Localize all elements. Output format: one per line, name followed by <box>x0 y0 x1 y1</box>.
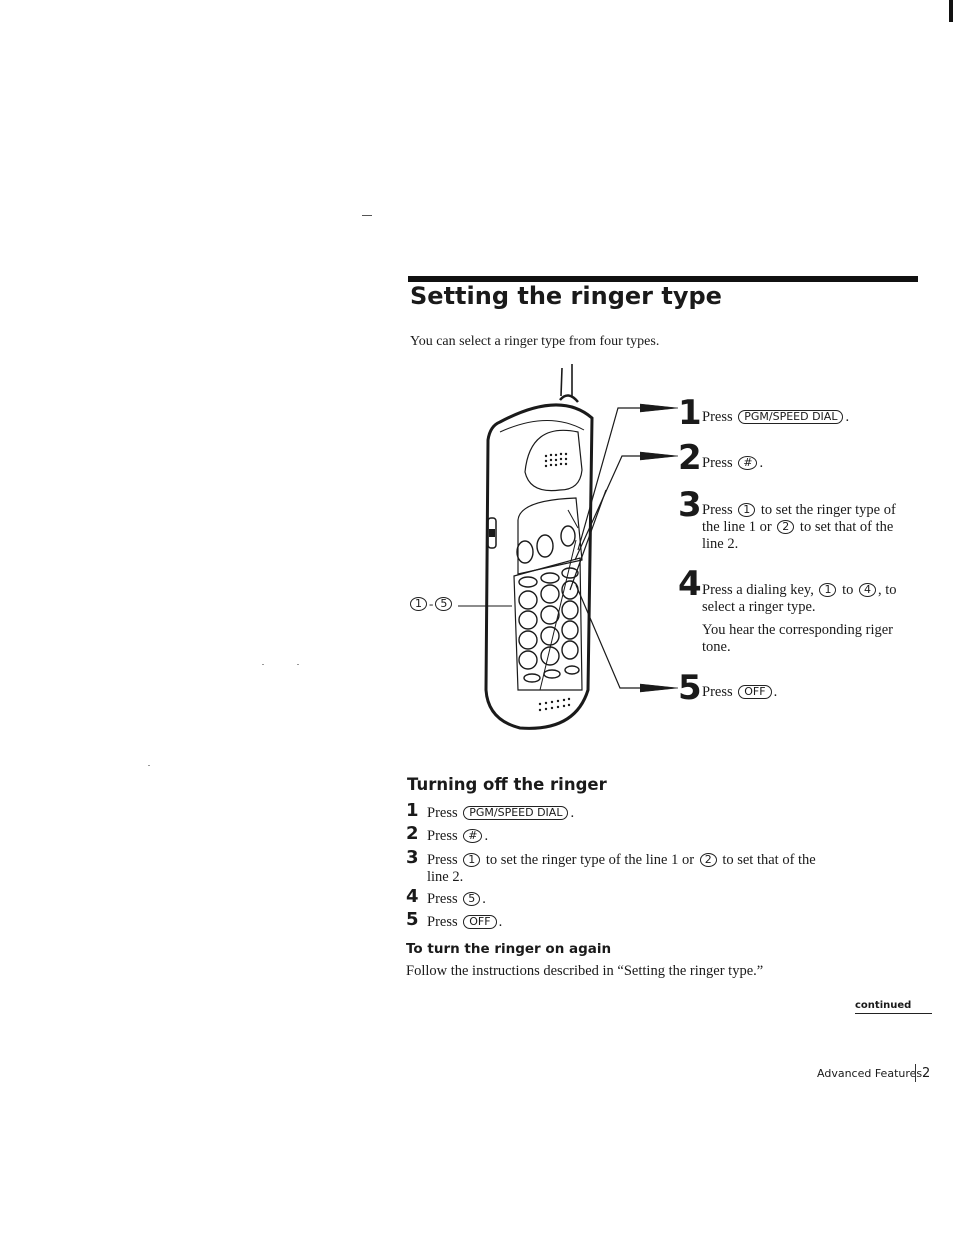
step-3-text: Press 1 to set the ringer type of the li… <box>702 502 917 553</box>
turn-on-heading: To turn the ringer on again <box>406 941 612 957</box>
step-3-press: Press <box>702 502 733 518</box>
step-5-end: . <box>773 684 778 700</box>
list-item-end: . <box>570 805 575 821</box>
page-title: Setting the ringer type <box>410 282 722 310</box>
step-2-press: Press <box>702 455 733 471</box>
step-4-end: , <box>877 582 882 598</box>
page-edge-mark <box>949 0 953 22</box>
list-item-number: 4 <box>406 886 419 907</box>
step-3-text-d: the line 2. <box>702 519 894 552</box>
list-item-text: Press OFF. <box>427 914 847 931</box>
step-1-end: . <box>845 409 850 425</box>
footer-section: Advanced Features <box>817 1067 923 1080</box>
key-5-icon: 5 <box>463 892 481 906</box>
list-item-press: Press <box>427 852 458 868</box>
pgm-speed-dial-key-icon: PGM/SPEED DIAL <box>738 410 844 424</box>
title-rule <box>408 276 918 282</box>
list-item-number: 5 <box>406 909 419 930</box>
step-1-text: Press PGM/SPEED DIAL. <box>702 409 849 426</box>
range-separator: - <box>429 596 434 611</box>
step-4-note-line1: You hear the corresponding <box>702 622 863 638</box>
list-item-press: Press <box>427 914 458 930</box>
key-1-icon: 1 <box>738 503 756 517</box>
intro-text: You can select a ringer type from four t… <box>410 334 660 349</box>
list-item-press: Press <box>427 828 458 844</box>
step-2-text: Press #. <box>702 455 763 472</box>
list-item-text: Press 1 to set the ringer type of the li… <box>427 852 837 886</box>
step-4-number: 4 <box>678 564 702 604</box>
off-key-icon: OFF <box>463 915 497 929</box>
list-item-text-c: of the line 2. <box>427 852 816 885</box>
step-3-number: 3 <box>678 485 702 525</box>
key-5-icon: 5 <box>435 597 453 611</box>
list-item-end: . <box>484 828 489 844</box>
step-4-note: You hear the corresponding riger tone. <box>702 622 912 656</box>
step-5-number: 5 <box>678 668 702 708</box>
list-item-text: Press 5. <box>427 891 847 908</box>
step-4-to: to <box>842 582 854 598</box>
list-item-text: Press PGM/SPEED DIAL. <box>427 805 847 822</box>
list-item-end: . <box>482 891 486 907</box>
step-4-line2: to select a ringer type. <box>702 582 897 615</box>
scan-speck <box>362 215 372 216</box>
step-3-text-c: to set that of <box>799 519 873 535</box>
step-5-press: Press <box>702 684 733 700</box>
list-item-press: Press <box>427 805 458 821</box>
list-item-text-a: to set the ringer type of the line 1 or <box>485 852 695 868</box>
hash-key-icon: # <box>738 456 758 470</box>
step-2-number: 2 <box>678 438 702 478</box>
key-1-icon: 1 <box>410 597 427 611</box>
list-item-number: 3 <box>406 847 419 868</box>
step-1-number: 1 <box>678 393 702 433</box>
continued-label: continued <box>855 1000 912 1011</box>
scan-speck <box>297 664 299 665</box>
continued-rule <box>855 1013 932 1014</box>
step-3-text-b: of the line 1 or <box>702 502 896 535</box>
off-key-icon: OFF <box>738 685 772 699</box>
key-1-icon: 1 <box>819 583 837 597</box>
scan-speck <box>262 664 264 665</box>
list-item-text-b: to set that <box>722 852 779 868</box>
list-item-end: . <box>498 914 503 930</box>
key-range-label: 1-5 <box>408 596 454 612</box>
pgm-speed-dial-key-icon: PGM/SPEED DIAL <box>463 806 569 820</box>
step-4-note-line2: riger tone. <box>702 622 894 655</box>
turning-off-heading: Turning off the ringer <box>407 775 607 794</box>
step-3-text-a: to set the ringer type <box>760 502 881 518</box>
list-item-number: 1 <box>406 800 419 821</box>
list-item-text: Press #. <box>427 828 847 845</box>
key-2-icon: 2 <box>699 853 717 867</box>
step-2-end: . <box>759 455 764 471</box>
step-4-press: Press a dialing key, <box>702 582 814 598</box>
cordless-phone-illustration <box>458 364 679 730</box>
key-4-icon: 4 <box>858 583 876 597</box>
turn-on-text: Follow the instructions described in “Se… <box>406 963 764 979</box>
list-item-press: Press <box>427 891 458 907</box>
list-item-number: 2 <box>406 823 419 844</box>
page-number: 2 <box>922 1066 931 1081</box>
step-1-press: Press <box>702 409 733 425</box>
hash-key-icon: # <box>463 829 483 843</box>
footer-separator <box>915 1064 916 1082</box>
scan-speck <box>148 765 150 766</box>
key-2-icon: 2 <box>777 520 795 534</box>
key-1-icon: 1 <box>463 853 481 867</box>
step-4-text: Press a dialing key, 1 to 4, to select a… <box>702 582 917 616</box>
step-5-text: Press OFF. <box>702 684 777 701</box>
